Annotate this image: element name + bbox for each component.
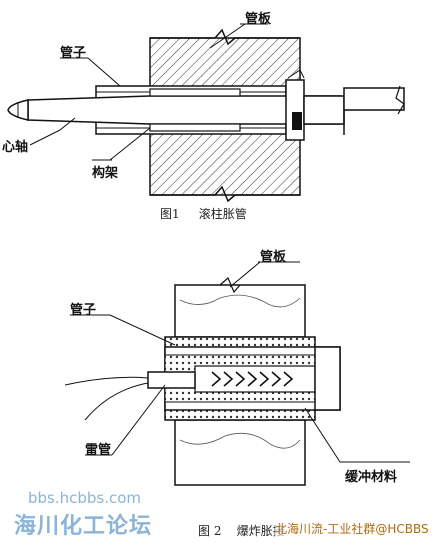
- fig1-frame: [285, 79, 305, 141]
- fig2-caption: 图 2 爆炸胀接: [198, 522, 285, 539]
- fig2-label-tube-sheet: 管板: [260, 250, 287, 265]
- fig2-caption-title: 爆炸胀接: [236, 524, 285, 538]
- fig1-roller-lower: [149, 123, 241, 132]
- fig2-detonator-wire: [64, 376, 149, 386]
- figure2-drawing: [64, 261, 410, 486]
- watermark-forum-name: 海川化工论坛: [14, 514, 153, 539]
- watermark-group-name: 北海川流-工业社群@HCBBS: [275, 520, 429, 537]
- fig1-tube-sheet-lower: [149, 129, 301, 196]
- watermark-site-url: bbs.hcbbs.com: [28, 489, 142, 507]
- fig1-label-mandrel: 心轴: [2, 140, 29, 155]
- fig1-label-tube: 管子: [60, 46, 87, 61]
- fig1-label-tube-sheet: 管板: [245, 12, 272, 27]
- fig2-label-detonator: 雷管: [85, 443, 112, 458]
- fig2-caption-number: 图 2: [198, 524, 222, 538]
- fig1-roller-upper: [149, 88, 241, 97]
- fig1-caption-number: 图1: [160, 207, 180, 221]
- fig2-tube-sheet-lower: [174, 419, 306, 486]
- figure1-drawing: [7, 23, 405, 203]
- fig2-label-buffer-material: 缓冲材料: [345, 470, 398, 485]
- fig2-tube-sheet-upper: [174, 284, 306, 338]
- fig1-drive-shaft: [303, 95, 345, 125]
- fig1-label-frame: 构架: [92, 166, 119, 181]
- fig2-label-tube: 管子: [70, 303, 97, 318]
- fig1-caption-title: 滚柱胀管: [198, 207, 247, 221]
- fig2-detonator: [147, 371, 196, 389]
- fig1-caption: 图1 滚柱胀管: [160, 205, 247, 222]
- fig1-tube-sheet-upper: [149, 37, 301, 91]
